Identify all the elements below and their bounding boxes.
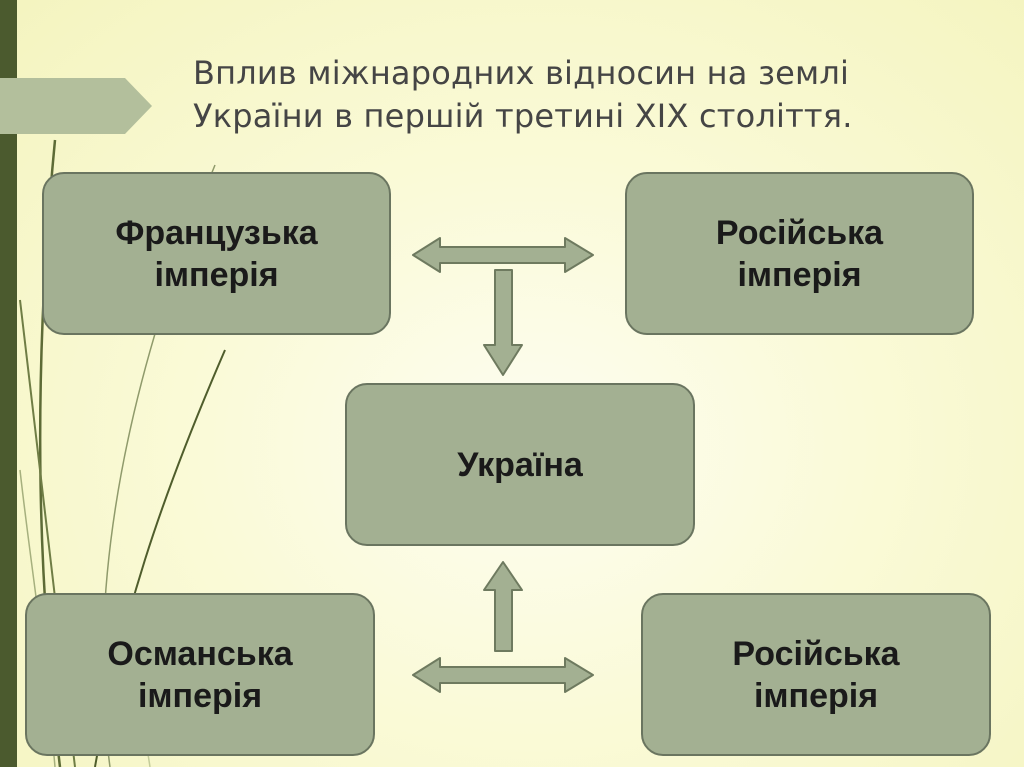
double-arrow-top <box>412 237 594 273</box>
node-russian-empire-top-line-1: Російська <box>715 213 884 252</box>
node-ottoman-empire-line-1: Османська <box>107 634 293 673</box>
node-ukraine-label: Україна <box>457 445 583 484</box>
down-arrow-to-ukraine <box>483 269 523 376</box>
node-french-empire: Французька імперія <box>42 172 391 335</box>
node-russian-empire-top-line-2: імперія <box>737 255 862 294</box>
node-french-empire-line-1: Французька <box>115 213 318 252</box>
node-russian-empire-bottom: Російська імперія <box>641 593 991 756</box>
node-russian-empire-bottom-line-2: імперія <box>753 676 879 715</box>
slide-title-line-1: Вплив міжнародних відносин на землі <box>193 54 850 92</box>
slide-title: Вплив міжнародних відносин на землі Укра… <box>193 52 993 138</box>
node-ottoman-empire: Османська імперія <box>25 593 375 756</box>
left-accent-bar <box>0 0 17 767</box>
node-russian-empire-bottom-line-1: Російська <box>732 634 900 673</box>
node-ottoman-empire-line-2: імперія <box>137 676 263 715</box>
node-ukraine: Україна <box>345 383 695 546</box>
double-arrow-bottom <box>412 657 594 693</box>
node-french-empire-line-2: імперія <box>154 255 279 294</box>
node-russian-empire-top: Російська імперія <box>625 172 974 335</box>
slide-title-line-2: України в першій третині XIX століття. <box>193 97 853 135</box>
up-arrow-to-ukraine <box>483 561 523 652</box>
title-pointer-arrow <box>0 78 152 134</box>
